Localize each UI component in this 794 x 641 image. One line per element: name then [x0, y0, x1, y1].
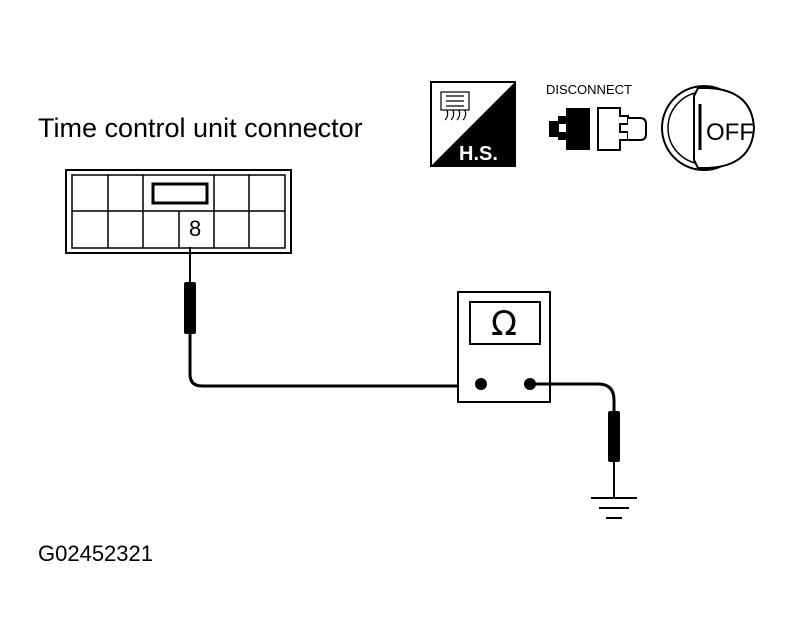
harness-side-icon: H.S.: [430, 81, 516, 167]
ground-icon: [591, 497, 637, 519]
right-probe: [530, 382, 620, 498]
disconnect-label: DISCONNECT: [546, 82, 632, 97]
connector-title: Time control unit connector: [38, 113, 363, 143]
left-probe: [184, 247, 481, 388]
disconnect-icon: DISCONNECT: [546, 82, 647, 151]
figure-code: G02452321: [38, 541, 153, 566]
connector: [65, 169, 292, 254]
ignition-off-icon: OFF: [661, 85, 756, 171]
hs-label: H.S.: [459, 143, 498, 165]
off-label: OFF: [706, 119, 754, 146]
ohm-symbol: Ω: [491, 304, 517, 344]
pin-label: 8: [189, 216, 201, 241]
